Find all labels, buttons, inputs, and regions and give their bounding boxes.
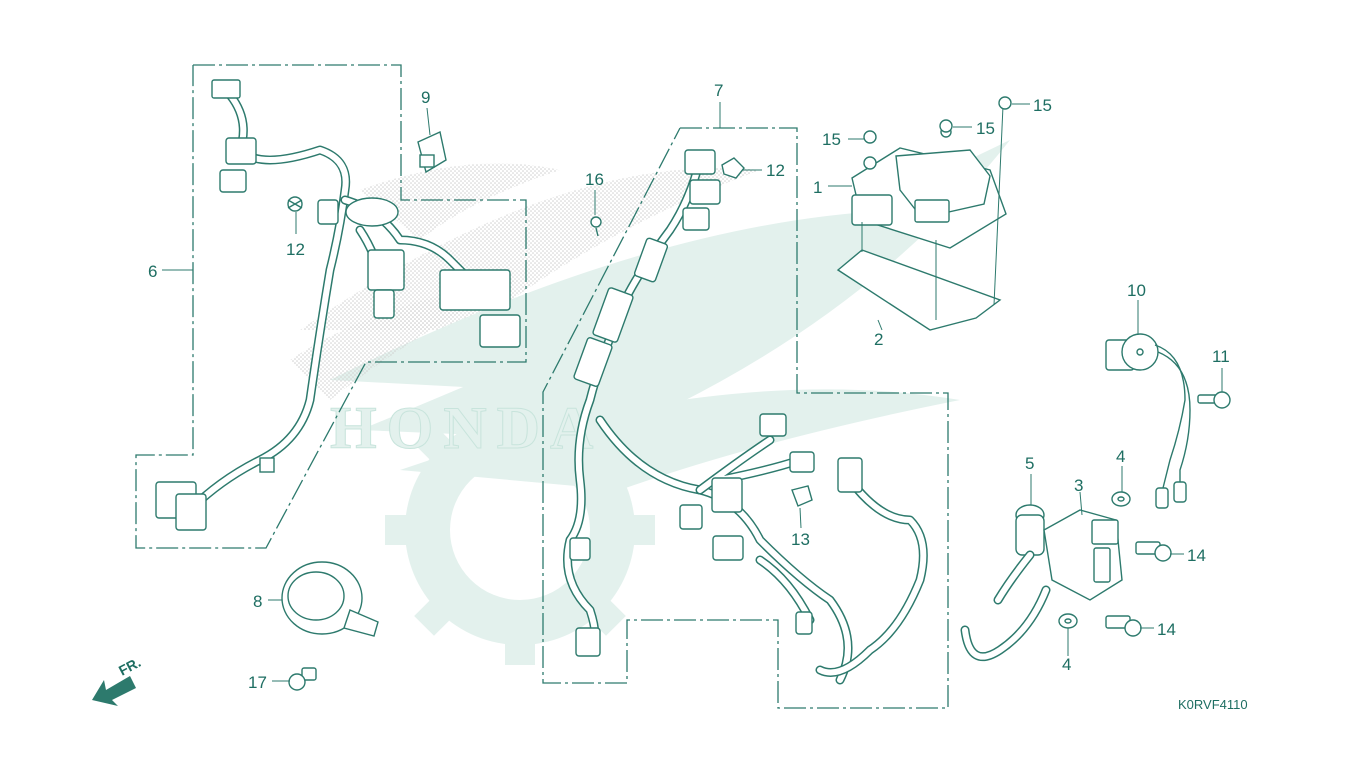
nut-part-15-b[interactable] (939, 119, 953, 133)
front-arrow-label: FR. (116, 654, 143, 679)
front-arrow-icon: FR. (92, 654, 143, 706)
diagram-code: K0RVF4110 (1178, 697, 1248, 712)
callout-4-lower: 4 (1062, 655, 1071, 674)
bolt-part-16[interactable] (590, 216, 602, 237)
callout-6: 6 (148, 262, 157, 281)
callout-2: 2 (874, 330, 883, 349)
spark-plug-cap-part-5[interactable] (993, 504, 1045, 605)
honda-watermark-text: HONDA (330, 395, 603, 461)
bolt-part-11[interactable] (1197, 391, 1231, 409)
harness-6-boundary (135, 64, 527, 549)
bolt-part-17[interactable] (288, 667, 317, 691)
connector-part-9[interactable] (417, 131, 447, 174)
clip-part-13[interactable] (791, 485, 813, 507)
horn-part-8[interactable] (281, 561, 379, 637)
callout-13: 13 (791, 530, 810, 549)
callout-12-left: 12 (286, 240, 305, 259)
callout-15-b: 15 (976, 119, 995, 138)
main-harness-part-7[interactable] (563, 149, 928, 685)
callout-15-a: 15 (822, 130, 841, 149)
callout-1: 1 (813, 178, 822, 197)
clip-part-12-left[interactable] (287, 196, 303, 212)
harness-7-boundary (542, 127, 949, 709)
callout-5: 5 (1025, 454, 1034, 473)
plate-part-2[interactable] (836, 105, 1004, 331)
callout-labels: 6 7 9 12 12 16 1 2 15 15 15 10 11 5 4 3 … (148, 81, 1230, 692)
washer-part-4-upper[interactable] (1111, 491, 1131, 507)
bolt-part-14-lower[interactable] (1105, 615, 1142, 637)
callout-15-c: 15 (1033, 96, 1052, 115)
clip-part-12-right[interactable] (721, 157, 745, 179)
callout-7: 7 (714, 81, 723, 100)
callout-4-upper: 4 (1116, 447, 1125, 466)
callout-17: 17 (248, 673, 267, 692)
callout-8: 8 (253, 592, 262, 611)
callout-9: 9 (421, 88, 430, 107)
bolt-part-14-upper[interactable] (1135, 541, 1172, 562)
nut-part-15-c[interactable] (998, 96, 1012, 110)
callout-10: 10 (1127, 281, 1146, 300)
washer-part-4-lower[interactable] (1058, 613, 1078, 629)
callout-14-upper: 14 (1187, 546, 1206, 565)
sensor-part-10[interactable] (1105, 333, 1191, 509)
callout-11: 11 (1212, 347, 1230, 366)
ignition-coil-part-3[interactable] (960, 509, 1123, 662)
callout-14-lower: 14 (1157, 620, 1176, 639)
callout-16: 16 (585, 170, 604, 189)
nut-part-15-a[interactable] (863, 130, 877, 144)
leader-lines (162, 102, 1223, 682)
callout-3: 3 (1074, 476, 1083, 495)
sub-harness-part-6[interactable] (155, 79, 521, 531)
callout-12-right: 12 (766, 161, 785, 180)
ecu-part-1[interactable] (851, 126, 1007, 249)
